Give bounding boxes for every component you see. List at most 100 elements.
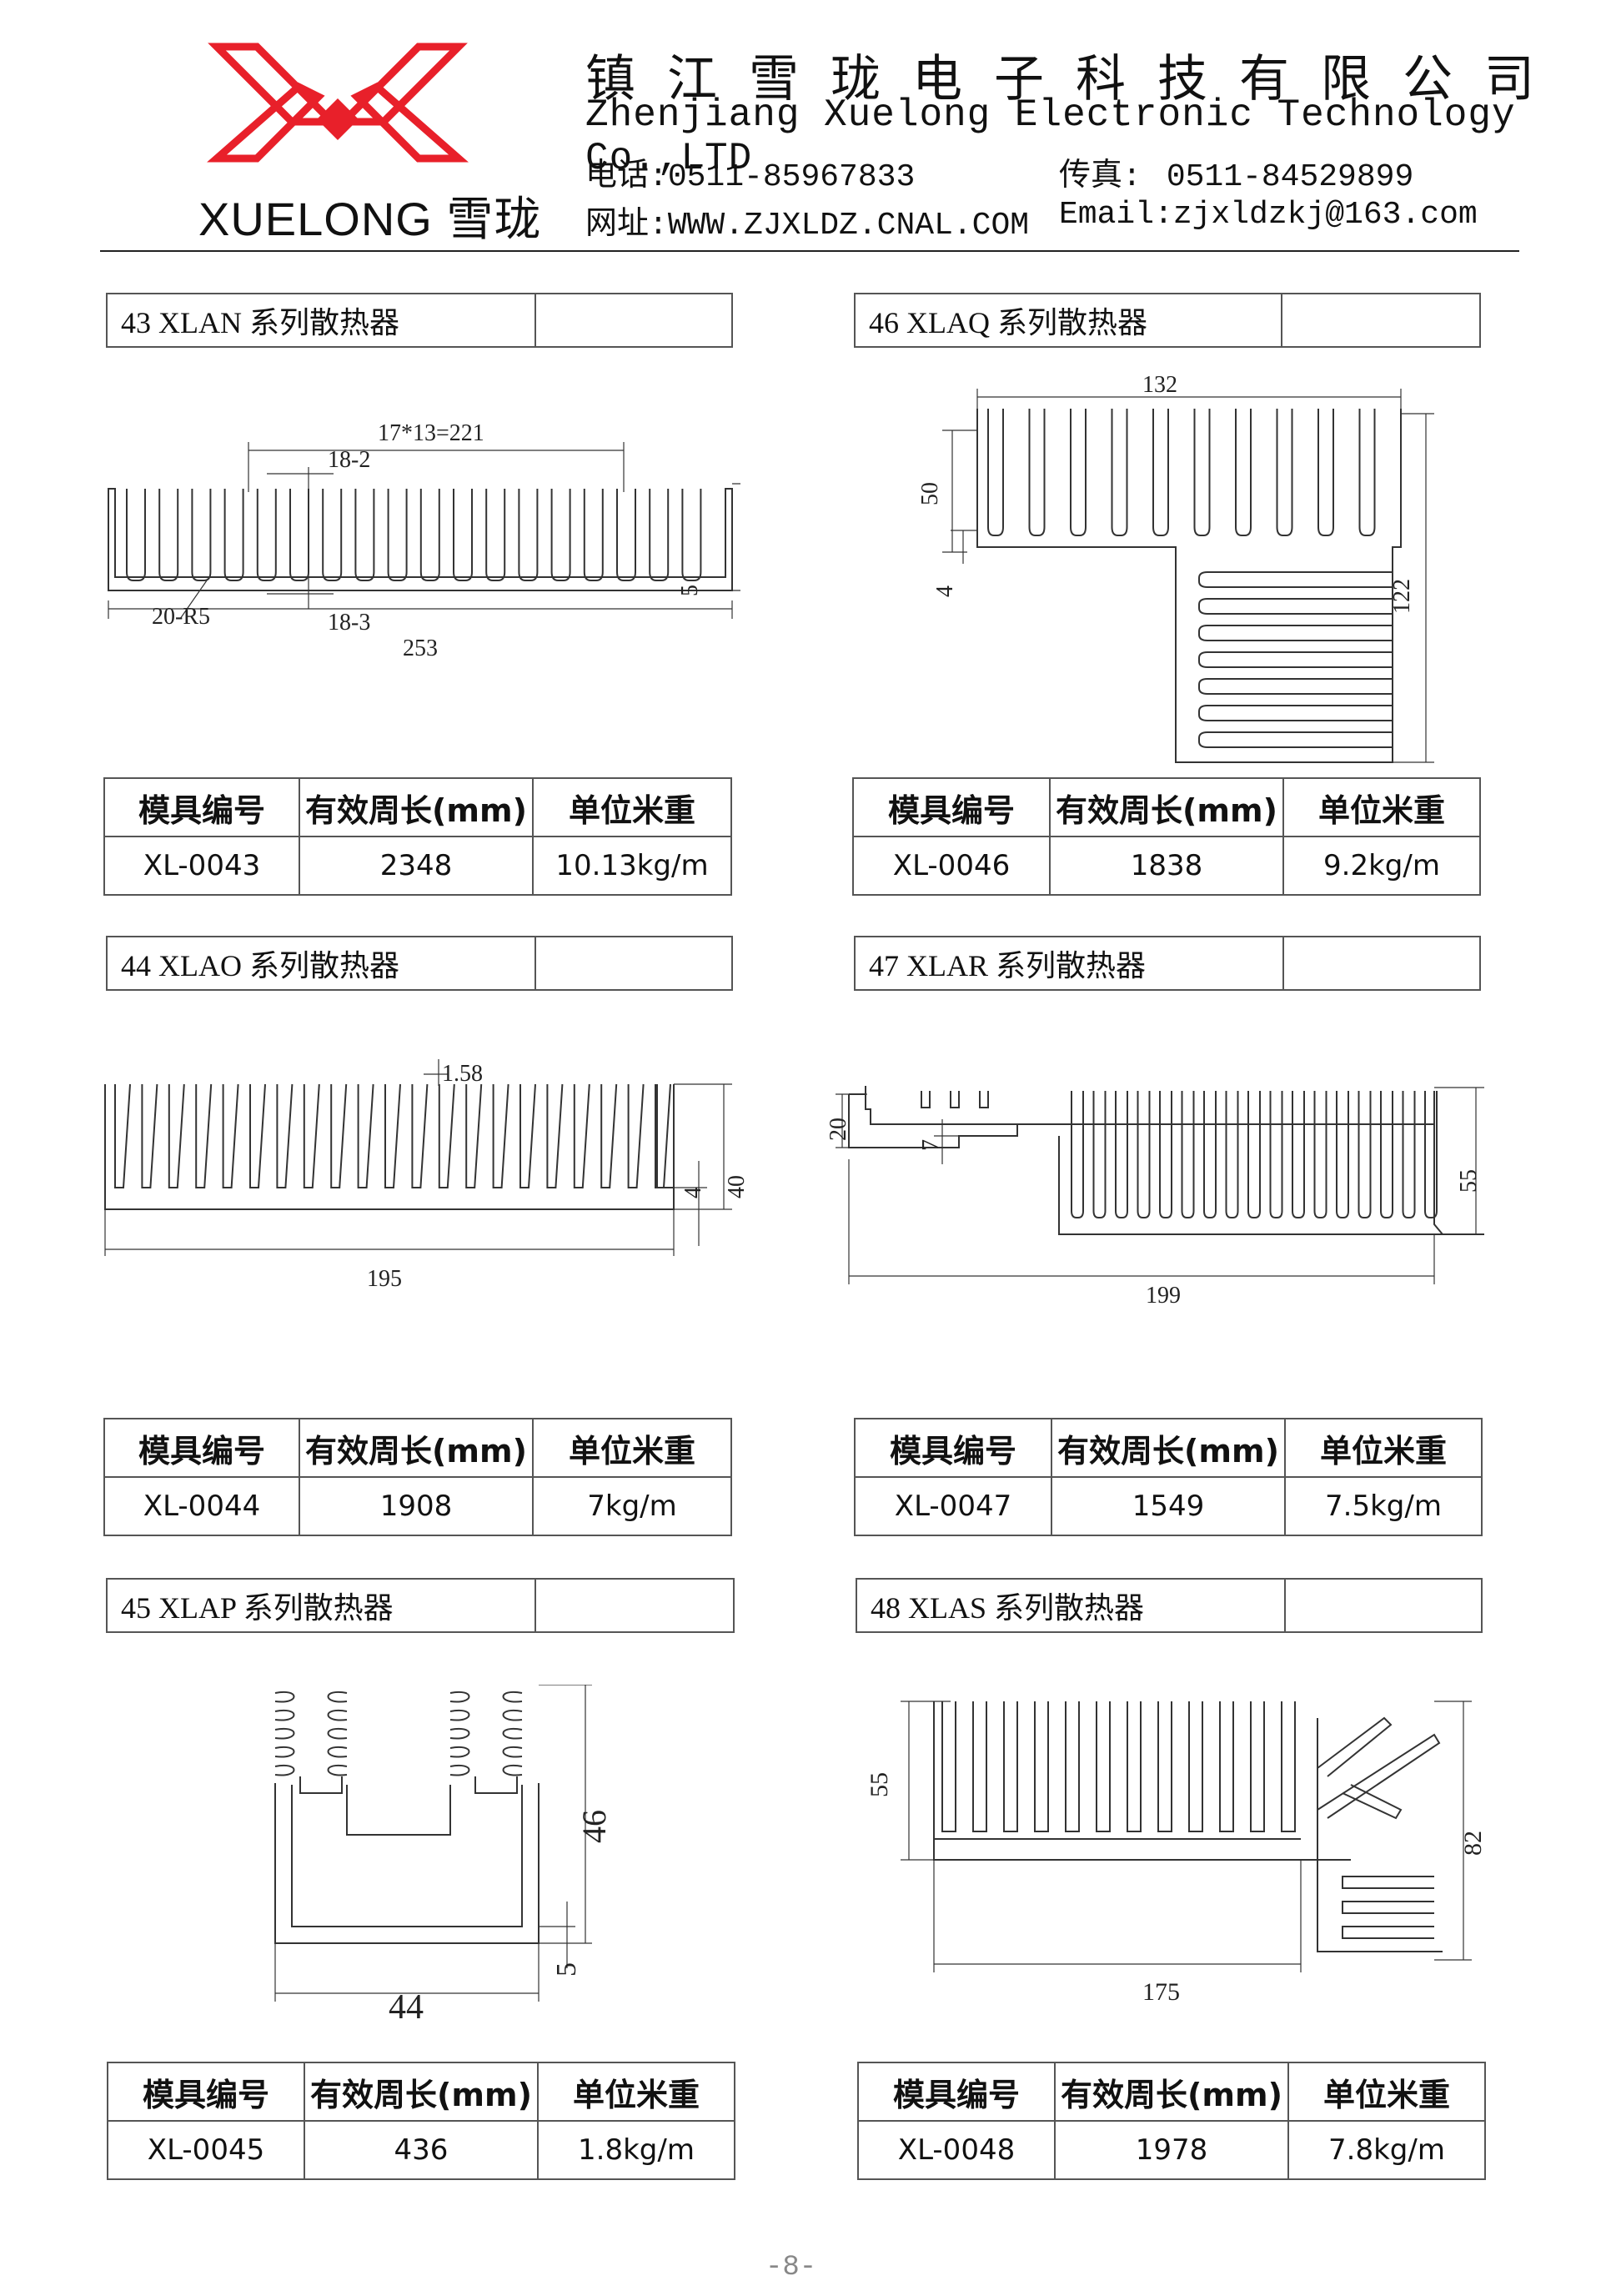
web-label: 网址: — [585, 208, 668, 244]
unit-weight-cell: 7.5kg/m — [1284, 1476, 1483, 1536]
product-title: 44 XLAO 系列散热器 — [108, 937, 536, 989]
product-title: 48 XLAS 系列散热器 — [857, 1580, 1286, 1631]
phone-line: 电话:0511-85967833 — [585, 148, 915, 195]
header-unit-weight: 单位米重 — [532, 1418, 732, 1478]
product-title-box: 48 XLAS 系列散热器 — [856, 1578, 1483, 1633]
dim-label: 20-R5 — [152, 604, 210, 630]
header-mold-no: 模具编号 — [107, 2062, 305, 2122]
dimension-line — [179, 580, 208, 620]
product-title-box: 46 XLAQ 系列散热器 — [854, 293, 1481, 348]
mold-no-cell: XL-0047 — [854, 1476, 1052, 1536]
branch-fins — [1317, 1716, 1393, 1777]
branch-fins — [1342, 1784, 1403, 1820]
profile-outline — [346, 1785, 451, 1836]
header-unit-weight: 单位米重 — [537, 2062, 735, 2122]
dim-label: 18-3 — [328, 610, 370, 636]
dim-label: 4 — [932, 585, 958, 597]
product-title: 47 XLAR 系列散热器 — [856, 937, 1284, 989]
email-label: Email: — [1059, 197, 1173, 233]
heatsink-drawing-xlap: 46 5 44 — [267, 1685, 634, 2035]
perimeter-cell: 1908 — [299, 1476, 534, 1536]
fin-slots — [656, 1084, 674, 1188]
profile-outline — [976, 409, 1402, 763]
profile-outline — [933, 1701, 1351, 1861]
fins — [921, 1091, 1438, 1218]
heatsink-drawing-xlar: 20 7 55 199 — [817, 1076, 1484, 1334]
side-fins — [1342, 1876, 1434, 1939]
unit-weight-cell: 9.2kg/m — [1282, 836, 1481, 896]
product-title-box: 47 XLAR 系列散热器 — [854, 936, 1481, 991]
dim-label: 1.58 — [442, 1061, 483, 1087]
fax-value: 0511-84529899 — [1166, 159, 1414, 195]
mold-no-cell: XL-0045 — [107, 2120, 305, 2180]
header-perimeter: 有效周长(mm) — [1049, 777, 1284, 837]
product-title: 43 XLAN 系列散热器 — [108, 294, 536, 346]
web-link[interactable]: WWW.ZJXLDZ.CNAL.COM — [667, 208, 1030, 244]
dim-label: 17*13=221 — [378, 420, 484, 446]
product-title: 45 XLAP 系列散热器 — [108, 1580, 536, 1631]
mold-no-cell: XL-0043 — [103, 836, 300, 896]
profile-outline — [274, 1783, 540, 1944]
dim-label: 195 — [367, 1266, 402, 1292]
profile-outline — [1433, 1091, 1443, 1235]
dim-label: 50 — [917, 482, 943, 505]
fax-line: 传真:0511-84529899 — [1059, 148, 1413, 195]
header-perimeter: 有效周长(mm) — [1054, 2062, 1289, 2122]
perimeter-cell: 436 — [304, 2120, 539, 2180]
profile-outline — [474, 1776, 518, 1794]
header-unit-weight: 单位米重 — [1282, 777, 1481, 837]
product-title-box: 43 XLAN 系列散热器 — [106, 293, 733, 348]
header-unit-weight: 单位米重 — [1284, 1418, 1483, 1478]
header-perimeter: 有效周长(mm) — [1051, 1418, 1286, 1478]
logo-x-icon — [207, 43, 469, 163]
mold-no-cell: XL-0044 — [103, 1476, 300, 1536]
top-line — [865, 1086, 1434, 1125]
header-mold-no: 模具编号 — [103, 777, 300, 837]
header-mold-no: 模具编号 — [857, 2062, 1056, 2122]
product-title-box: 44 XLAO 系列散热器 — [106, 936, 733, 991]
dim-label: 122 — [1389, 579, 1415, 614]
product-title-box: 45 XLAP 系列散热器 — [106, 1578, 735, 1633]
header-divider — [100, 250, 1519, 252]
dim-label: 44 — [389, 1988, 424, 2027]
dim-label: 4 — [680, 1187, 706, 1198]
mold-no-cell: XL-0048 — [857, 2120, 1056, 2180]
dim-label: 199 — [1146, 1283, 1181, 1309]
dim-label: 132 — [1142, 372, 1177, 398]
dim-label: 20 — [826, 1118, 851, 1141]
mold-no-cell: XL-0046 — [852, 836, 1051, 896]
web-line: 网址:WWW.ZJXLDZ.CNAL.COM — [585, 197, 1029, 244]
profile-outline — [1317, 1718, 1443, 1952]
page-number: -8- — [765, 2252, 817, 2283]
email-link[interactable]: zjxldzkj@163.com — [1172, 197, 1478, 233]
dim-label: 18-2 — [328, 447, 370, 473]
heatsink-drawing-xlaq: 132 50 4 122 — [901, 364, 1484, 772]
unit-weight-cell: 10.13kg/m — [532, 836, 732, 896]
header-perimeter: 有效周长(mm) — [299, 1418, 534, 1478]
dim-label: 175 — [1142, 1978, 1180, 2006]
dim-label: 46 — [575, 1810, 613, 1843]
fins-top — [987, 409, 1376, 536]
dim-label: 55 — [866, 1772, 893, 1797]
wave-fins — [274, 1691, 523, 1776]
perimeter-cell: 2348 — [299, 836, 534, 896]
product-title: 46 XLAQ 系列散热器 — [856, 294, 1282, 346]
perimeter-cell: 1838 — [1049, 836, 1284, 896]
unit-weight-cell: 7.8kg/m — [1287, 2120, 1486, 2180]
branch-fins — [1317, 1733, 1441, 1819]
profile-outline — [848, 1144, 959, 1148]
company-name-en: Zhenjiang Xuelong Electronic Technology … — [585, 93, 1516, 180]
unit-weight-cell: 7kg/m — [532, 1476, 732, 1536]
dim-label: 7 — [918, 1139, 944, 1151]
fin-slots — [114, 1083, 671, 1188]
unit-weight-cell: 1.8kg/m — [537, 2120, 735, 2180]
header-perimeter: 有效周长(mm) — [299, 777, 534, 837]
heatsink-drawing-xlas: 55 82 175 — [851, 1685, 1501, 2018]
profile-outline — [1058, 1136, 1484, 1235]
